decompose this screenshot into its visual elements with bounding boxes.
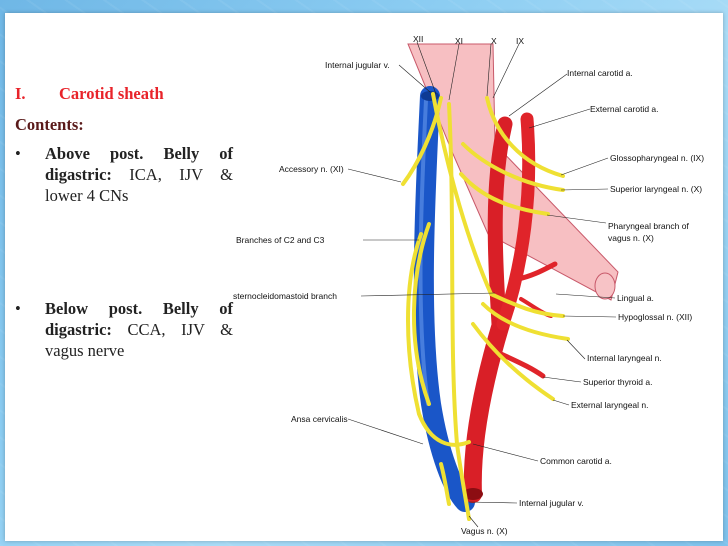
bullet-below-digastric: • Below post. Belly of digastric: CCA, I…: [15, 298, 233, 361]
nerves: [401, 92, 570, 521]
jugular-vein-opening-top: [421, 91, 439, 101]
section-heading: I. Carotid sheath: [15, 83, 233, 104]
pharyngeal-branch-vagus: [459, 172, 550, 216]
label-vagus: Vagus n. (X): [461, 526, 508, 536]
bullet-dot: •: [15, 299, 21, 318]
label-internal-jugular-top: Internal jugular v.: [325, 60, 390, 70]
anatomy-figure: XII XI X IX Internal jugular v. Internal…: [233, 24, 723, 540]
label-x: X: [491, 36, 497, 46]
label-pharyngeal-branch-1: Pharyngeal branch of: [608, 221, 689, 231]
spacer: [15, 206, 233, 298]
label-xii: XII: [413, 34, 423, 44]
accessory-nerve: [401, 96, 443, 186]
hypoglossal-nerve: [431, 92, 565, 318]
label-pharyngeal-branch-2: vagus n. (X): [608, 233, 654, 243]
vagus-nerve: [447, 102, 471, 521]
label-external-laryngeal: External laryngeal n.: [571, 400, 649, 410]
muscle-end: [594, 272, 616, 300]
label-hypoglossal: Hypoglossal n. (XII): [618, 312, 692, 322]
leader-lines: [347, 41, 617, 528]
superior-laryngeal-nerve: [461, 142, 565, 192]
label-branches-c2c3: Branches of C2 and C3: [236, 235, 325, 245]
label-internal-laryngeal: Internal laryngeal n.: [587, 353, 662, 363]
ansa-root: [439, 462, 451, 506]
common-carotid-artery: [463, 315, 510, 503]
bullet-lead: Above post. Belly of digastric:: [45, 144, 233, 184]
ansa-cervicalis: [406, 232, 471, 447]
bullet-rest: ICA, IJV & lower 4 CNs: [45, 165, 233, 205]
bullet-lead: Below post. Belly of digastric:: [45, 299, 233, 339]
label-superior-thyroid: Superior thyroid a.: [583, 377, 652, 387]
label-sternocleidomastoid: sternocleidomastoid branch: [233, 291, 337, 301]
label-internal-carotid: Internal carotid a.: [567, 68, 633, 78]
label-lingual: Lingual a.: [617, 293, 654, 303]
bullet-dot: •: [15, 144, 21, 163]
label-xi: XI: [455, 36, 463, 46]
c2-c3-branch: [412, 222, 431, 406]
label-external-carotid: External carotid a.: [590, 104, 659, 114]
heading-title: Carotid sheath: [59, 84, 164, 103]
text-column: I. Carotid sheath Contents: • Above post…: [15, 83, 233, 361]
external-laryngeal-nerve: [471, 322, 555, 401]
label-ix: IX: [516, 36, 524, 46]
lingual-artery: [515, 261, 558, 282]
glossopharyngeal-nerve: [485, 96, 565, 178]
heading-number: I.: [15, 84, 26, 103]
bullet-text: Above post. Belly of digastric: ICA, IJV…: [45, 143, 233, 206]
label-glossopharyngeal: Glossopharyngeal n. (IX): [610, 153, 704, 163]
contents-label: Contents:: [15, 115, 84, 134]
superior-thyroid-artery: [498, 351, 546, 379]
label-common-carotid: Common carotid a.: [540, 456, 612, 466]
bullet-above-digastric: • Above post. Belly of digastric: ICA, I…: [15, 143, 233, 206]
artery-opening-bottom: [463, 488, 483, 500]
label-ansa-cervicalis: Ansa cervicalis: [291, 414, 348, 424]
internal-jugular-vein: [413, 86, 475, 512]
carotid-sheath-diagram: XII XI X IX Internal jugular v. Internal…: [233, 34, 704, 536]
bullet-rest: CCA, IJV & vagus nerve: [45, 320, 233, 360]
bullet-text: Below post. Belly of digastric: CCA, IJV…: [45, 298, 233, 361]
label-superior-laryngeal: Superior laryngeal n. (X): [610, 184, 702, 194]
label-internal-jugular-bottom: Internal jugular v.: [519, 498, 584, 508]
label-accessory: Accessory n. (XI): [279, 164, 344, 174]
internal-laryngeal-nerve: [481, 302, 570, 341]
